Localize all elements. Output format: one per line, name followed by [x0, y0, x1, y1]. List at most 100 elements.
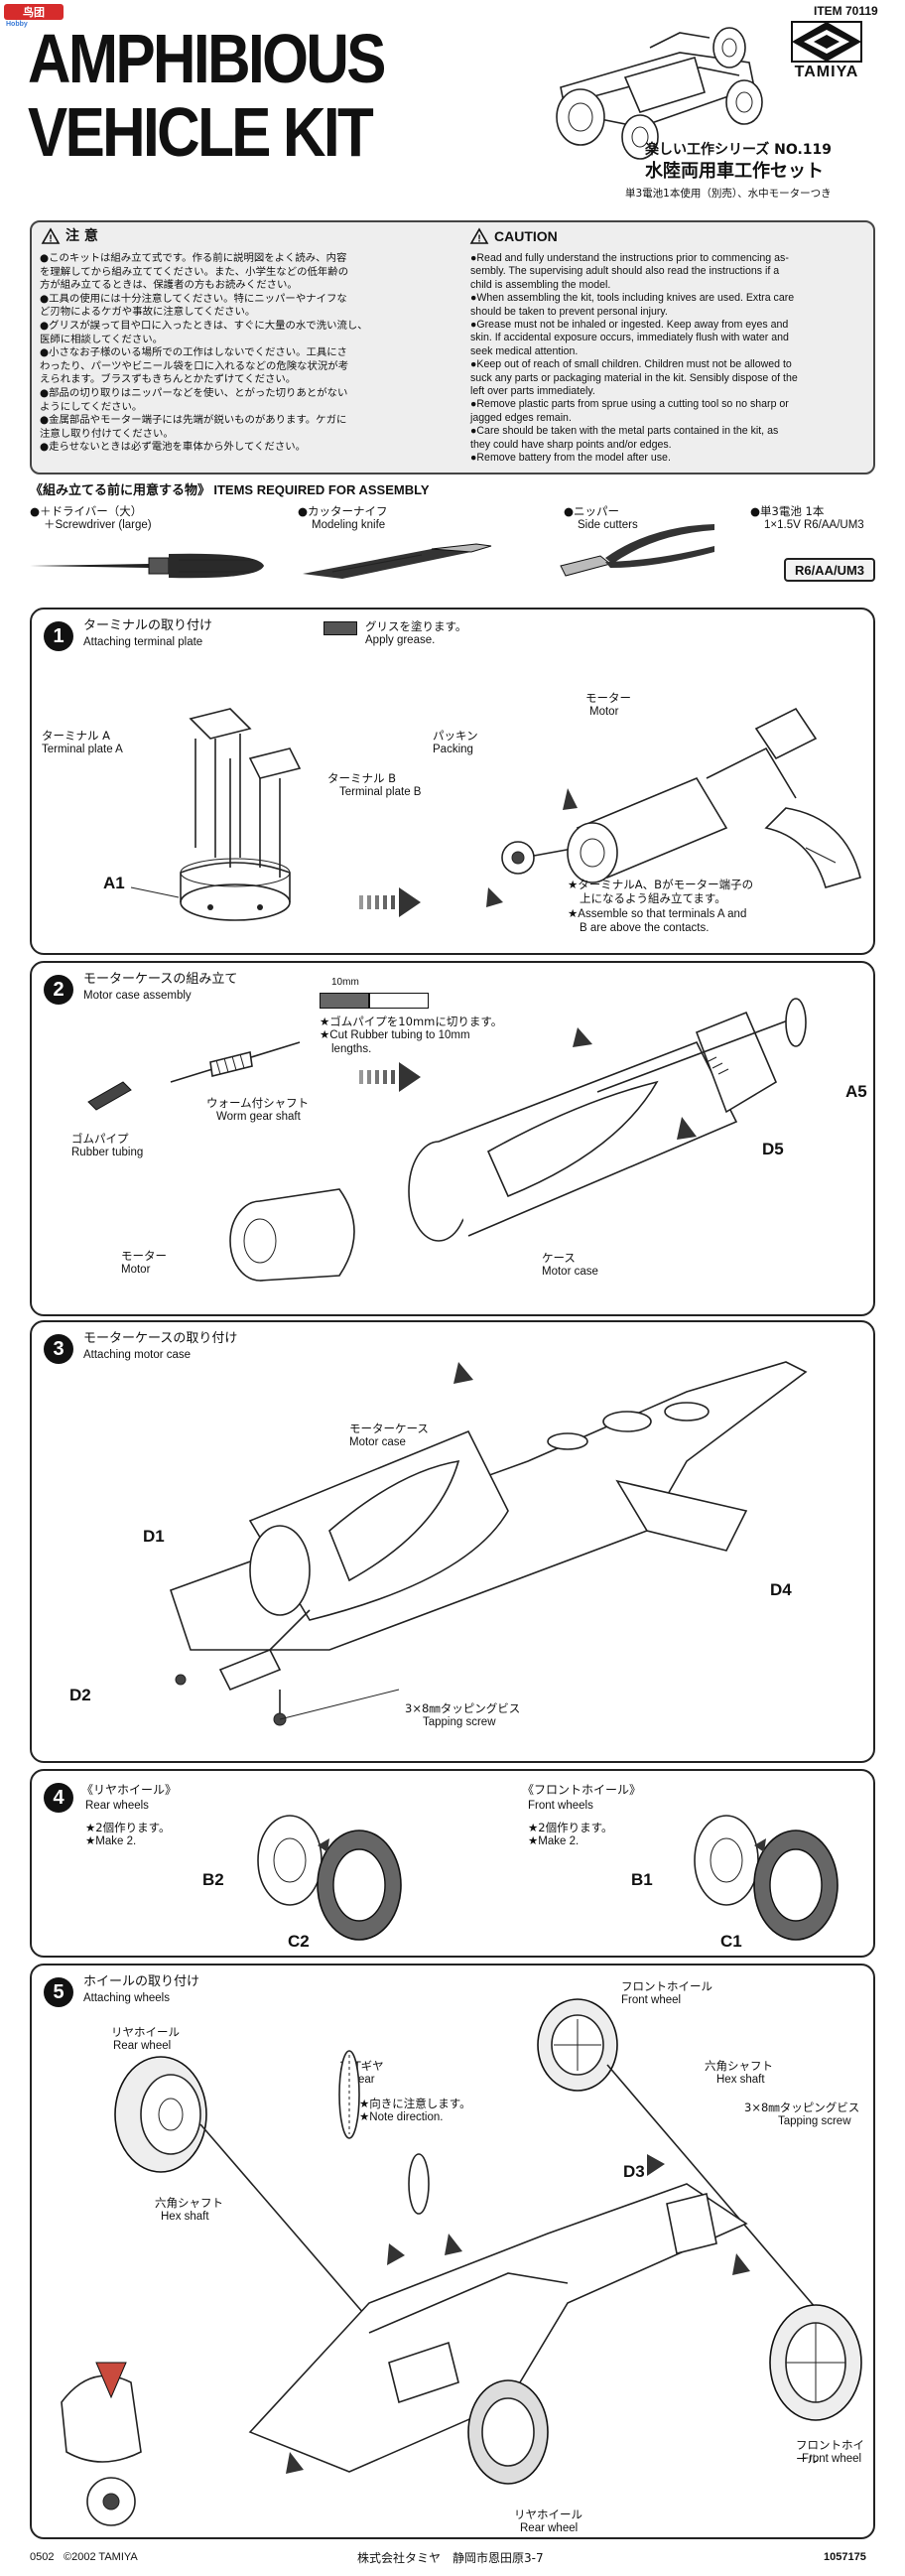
- tamiya-star-icon: [791, 21, 862, 63]
- motor-with-packing-drawing: [486, 707, 861, 907]
- caution-jp-heading-text: 注 意: [65, 228, 98, 244]
- title-line-2: VEHICLE KIT: [28, 93, 374, 171]
- step-1-note-jp-1: ★ターミナルA、Bがモーター端子の: [568, 878, 754, 891]
- rear-make-en: ★Make 2.: [85, 1835, 137, 1847]
- caution-en-list: ●Read and fully understand the instructi…: [470, 252, 871, 466]
- part-d2-label: D2: [69, 1686, 91, 1704]
- step-2-panel: 2 モーターケースの組み立て Motor case assembly 10mm …: [30, 961, 875, 1316]
- cut-note-en-1: ★Cut Rubber tubing to 10mm: [320, 1029, 470, 1041]
- cut-note-jp: ★ゴムパイプを10mmに切ります。: [320, 1015, 503, 1028]
- hex-shaft2-label-jp: 六角シャフト: [705, 2059, 773, 2073]
- caution-jp-line: えられます。ブラスずもきちんとかたずけてください。: [40, 373, 297, 386]
- packing-label-en: Packing: [433, 744, 473, 755]
- direction-note-en: ★Note direction.: [359, 2111, 444, 2123]
- step2-direction-arrow: [359, 1062, 421, 1092]
- worm-gear-shaft-drawing: [170, 1041, 301, 1083]
- case-label-en: Motor case: [542, 1266, 598, 1278]
- battery-label-jp: ●単3電池 1本: [750, 504, 825, 518]
- grease-label-en: Apply grease.: [365, 634, 436, 646]
- step-5-title-jp: ホイールの取り付け: [83, 1974, 200, 1989]
- screwdriver-label-en: ＋Screwdriver (large): [44, 519, 152, 531]
- step-5-panel: 5 ホイールの取り付け Attaching wheels リヤホイール Rear…: [30, 1964, 875, 2539]
- battery-type-box: R6/AA/UM3: [784, 558, 875, 582]
- part-b1-label: B1: [631, 1870, 653, 1889]
- worm-label-jp: ウォーム付シャフト: [206, 1096, 310, 1110]
- tools-heading-en: ITEMS REQUIRED FOR ASSEMBLY: [213, 482, 430, 497]
- motor-label-en: Motor: [589, 706, 619, 718]
- warning-icon: !: [469, 227, 489, 245]
- caution-jp-heading: ! 注 意: [41, 227, 98, 245]
- tools-heading-jp: 《組み立てる前に用意する物》: [30, 483, 211, 498]
- step-3-title-jp: モーターケースの取り付け: [83, 1331, 238, 1346]
- part-d3-label: D3: [623, 2162, 645, 2181]
- caution-en-line: ●Read and fully understand the instructi…: [470, 252, 789, 264]
- step-1-note-en-1: ★Assemble so that terminals A and: [568, 908, 747, 920]
- step-2-title-jp: モーターケースの組み立て: [83, 972, 238, 987]
- caution-en-heading: ! CAUTION: [469, 227, 558, 245]
- caution-en-heading-text: CAUTION: [494, 228, 558, 244]
- caution-jp-line: ●走らせないときは必ず電池を車体から外してください。: [40, 441, 306, 454]
- motor-drawing-step2: [229, 1188, 355, 1282]
- caution-jp-line: ●このキットは組み立て式です。作る前に説明図をよく読み、内容: [40, 252, 347, 264]
- caution-box: ! 注 意 ! CAUTION ●このキットは組み立て式です。作る前に説明図をよ…: [30, 220, 875, 475]
- terminal-a-label-en: Terminal plate A: [42, 744, 123, 755]
- caution-jp-line: を理解してから組み立ててください。また、小学生などの低年齢の: [40, 265, 349, 278]
- step-1-title-en: Attaching terminal plate: [83, 636, 203, 648]
- modeling-knife-icon: [303, 543, 492, 579]
- rubber-label-jp: ゴムパイプ: [71, 1132, 129, 1146]
- step-3-number: 3: [44, 1334, 73, 1364]
- hex-shaft-label-en: Hex shaft: [161, 2211, 209, 2223]
- cutters-label-jp: ●ニッパー: [564, 504, 620, 518]
- caution-en-line: ●Care should be taken with the metal par…: [470, 425, 779, 438]
- mm-label: 10mm: [331, 977, 359, 988]
- side-cutters-icon: [560, 524, 714, 577]
- brand-badge: 鸟团: [4, 2, 65, 22]
- caution-jp-line: ど刃物によるケガや事故に注意してください。: [40, 306, 256, 319]
- tamiya-logo-text: TAMIYA: [794, 64, 859, 80]
- case3-label-en: Motor case: [349, 1436, 406, 1448]
- part-d4-label: D4: [770, 1580, 792, 1599]
- part-c1-label: C1: [720, 1932, 742, 1951]
- step-5-number: 5: [44, 1977, 73, 2007]
- footer-copyright: ©2002 TAMIYA: [64, 2551, 138, 2563]
- svg-text:!: !: [477, 234, 480, 245]
- caution-en-line: ●Keep out of reach of small children. Ch…: [470, 358, 792, 371]
- motor-label-jp: モーター: [585, 691, 631, 705]
- rear-wheel-label-en: Rear wheel: [113, 2040, 172, 2052]
- rear-make-jp: ★2個作ります。: [85, 1821, 171, 1834]
- step-3-title-en: Attaching motor case: [83, 1349, 192, 1361]
- front-make-en: ★Make 2.: [528, 1835, 580, 1847]
- caution-jp-line: ●金属部品やモーター端子には先端が鋭いものがあります。ケガに: [40, 414, 347, 427]
- warning-icon: !: [41, 227, 61, 245]
- packing-label-jp: パッキン: [433, 729, 478, 743]
- step-1-title-jp: ターミナルの取り付け: [83, 618, 213, 633]
- front-wheels-title-en: Front wheels: [528, 1800, 593, 1812]
- front-wheels-title-jp: 《フロントホイール》: [522, 1783, 642, 1797]
- rear-wheel-drawing: [257, 1815, 402, 1941]
- grease-swatch: [323, 621, 357, 635]
- caution-jp-line: 医師に相談してください。: [40, 333, 164, 345]
- assembly-direction-arrow: [359, 887, 421, 917]
- motor-case-drawing: [408, 998, 807, 1242]
- knife-label-en: Modeling knife: [312, 519, 386, 531]
- caution-jp-line: わったり、パーツやビニール袋を口に入れるなどの危険な状況が考: [40, 359, 349, 372]
- terminal-b-label-jp: ターミナル B: [327, 771, 397, 785]
- caution-jp-line: ●部品の切り取りはニッパーなどを使い、とがった切りあとがない: [40, 386, 348, 399]
- step-5-title-en: Attaching wheels: [83, 1992, 170, 2004]
- caution-jp-line: ●小さなお子様のいる場所での工作はしないでください。工具にさ: [40, 346, 347, 359]
- part-a1-label: A1: [103, 874, 125, 892]
- cutters-label-en: Side cutters: [578, 519, 638, 531]
- tamiya-logo: TAMIYA: [772, 21, 881, 83]
- caution-en-line: skin. If accidental exposure occurs, imm…: [470, 332, 789, 344]
- motor2-label-en: Motor: [121, 1264, 151, 1276]
- front-make-jp: ★2個作ります。: [528, 1821, 613, 1834]
- caution-en-line: they could have sharp points and/or edge…: [470, 438, 672, 451]
- svg-text:!: !: [49, 234, 52, 245]
- caution-en-line: jagged edges remain.: [470, 411, 572, 424]
- caution-en-line: ●Remove plastic parts from sprue using a…: [470, 398, 789, 411]
- jp-product-title: 水陸両用車工作セット: [645, 161, 824, 182]
- terminal-a-label-jp: ターミナル A: [42, 729, 111, 743]
- screw3-label-jp: 3×8㎜タッピングビス: [405, 1701, 521, 1715]
- terminal-assembly-drawing: [130, 708, 302, 921]
- caution-en-line: ●Grease must not be inhaled or ingested.…: [470, 319, 789, 332]
